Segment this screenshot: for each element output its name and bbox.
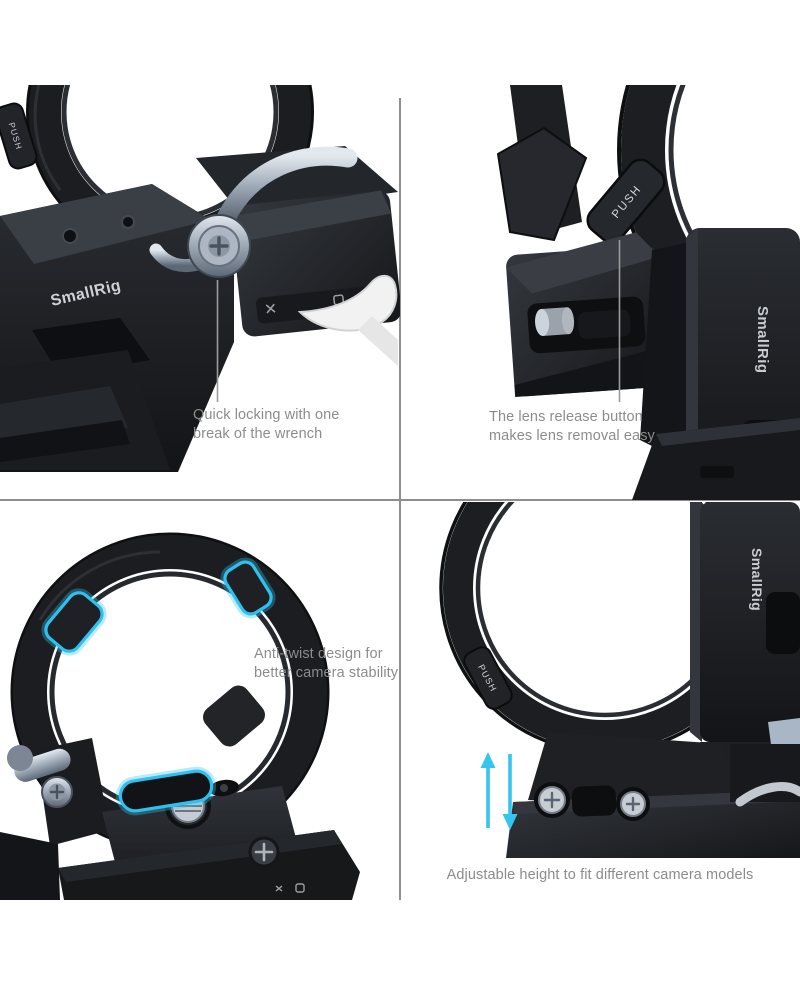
silver-lever <box>735 782 800 807</box>
stopper-tab <box>203 685 265 747</box>
brand-logo: SmallRig <box>749 548 765 611</box>
photo-anti-twist <box>0 532 360 900</box>
caption-quick-locking: Quick locking with one break of the wren… <box>193 407 340 442</box>
push-button: PUSH <box>0 102 38 170</box>
anti-twist-tab-highlight <box>41 588 107 656</box>
base-assembly <box>0 830 360 900</box>
push-button: PUSH <box>586 158 666 244</box>
anti-twist-slot-highlight <box>115 766 217 816</box>
brand-logo: SmallRig <box>754 306 771 373</box>
caption-adjustable-height: Adjustable height to fit different camer… <box>446 867 754 883</box>
white-lever <box>297 274 398 366</box>
photo-lens-release: PUSH SmallRig <box>496 85 800 500</box>
anti-twist-tab-highlight <box>220 557 276 619</box>
body-connector <box>640 240 700 470</box>
locking-wrench <box>149 146 358 278</box>
hinge-block <box>496 126 588 242</box>
mount-block <box>506 232 667 398</box>
base-foot <box>0 350 170 470</box>
thumbscrew <box>7 738 110 846</box>
base-assembly <box>506 718 800 858</box>
photo-quick-locking: PUSH SmallRig <box>0 85 400 472</box>
caption-anti-twist: Anti-twist design for better camera stab… <box>254 646 399 681</box>
caption-lens-release: The lens release button makes lens remov… <box>489 409 655 444</box>
base-foot <box>632 418 800 500</box>
push-button: PUSH <box>463 646 513 710</box>
height-adjust-arrows-icon <box>480 752 518 830</box>
photo-adjustable-height: PUSH SmallRig <box>439 502 800 858</box>
vertical-divider <box>399 98 401 900</box>
